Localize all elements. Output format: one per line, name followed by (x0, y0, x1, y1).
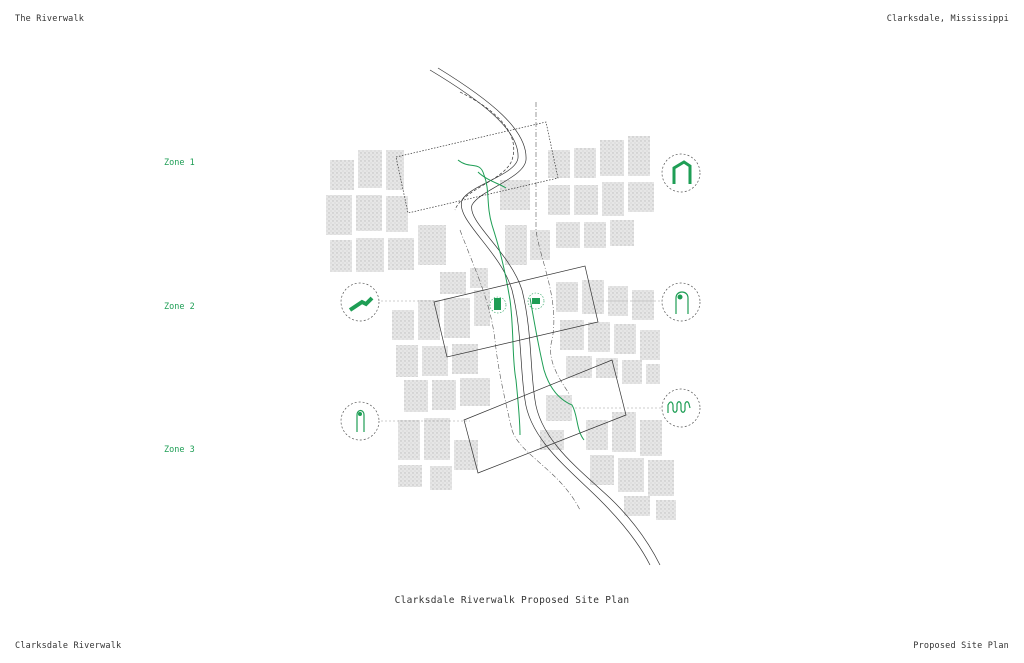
zone-3-label: Zone 3 (164, 445, 195, 455)
plan-caption: Clarksdale Riverwalk Proposed Site Plan (394, 595, 630, 606)
wave-path-icon (661, 388, 701, 428)
zone-2-features (489, 292, 545, 314)
lamp-post-icon (661, 282, 701, 322)
archway-icon (661, 153, 701, 193)
riverwalk-path (457, 159, 585, 441)
header-project-title: The Riverwalk (15, 14, 85, 24)
leader-lines (377, 300, 662, 422)
lamp-post-small-icon (340, 401, 380, 441)
boardwalk-icon (340, 282, 380, 322)
zone-boxes (395, 121, 627, 474)
zone-2-label: Zone 2 (164, 302, 195, 312)
footer-project-name: Clarksdale Riverwalk (15, 641, 122, 651)
footer-sheet-title: Proposed Site Plan (913, 641, 1009, 651)
roads (459, 102, 581, 511)
river-channel (429, 67, 661, 566)
city-blocks (326, 136, 676, 520)
header-location: Clarksdale, Mississippi (886, 14, 1009, 24)
zone-1-label: Zone 1 (164, 158, 195, 168)
